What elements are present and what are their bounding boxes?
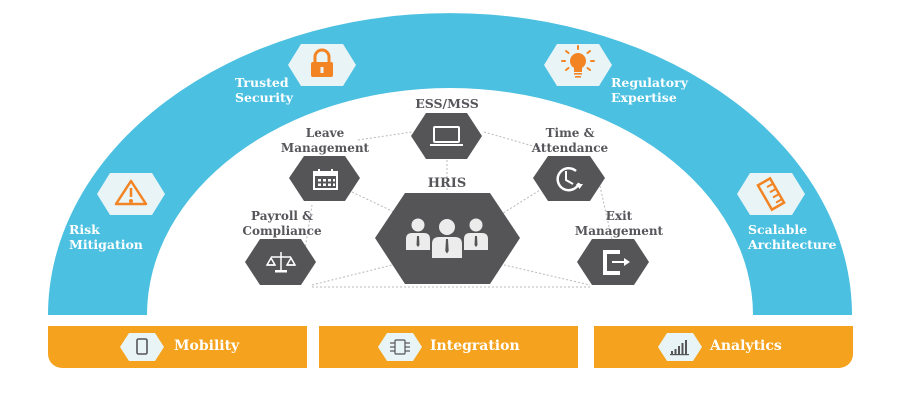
module-label-exit-line2: Management [574,224,664,238]
module-label-ess: ESS/MSS [396,96,498,111]
calendar-icon [313,169,338,190]
arc-label-security-line2: Security [235,90,294,105]
arc-label-security-line1: Trusted [235,75,289,90]
arc-label-risk-line1: Risk [69,222,100,237]
module-label-payroll: Payroll & Compliance [230,209,334,239]
mobile-phone-icon [136,338,148,355]
bottom-bar-integration: Integration [319,326,578,368]
bar-hex-analytics [658,333,702,361]
arc-band [48,13,852,316]
module-label-payroll-line1: Payroll & [251,209,313,223]
exit-door-icon [603,250,630,275]
bottom-bar-mobility-label: Mobility [174,338,240,354]
chip-icon [390,339,410,355]
warning-triangle-icon [114,179,148,206]
bar-chart-icon [670,340,689,356]
bottom-bar-analytics-label: Analytics [710,338,782,354]
clock-icon [556,166,583,192]
padlock-icon [311,48,333,77]
bar-hex-mobility [120,333,164,361]
ruler-icon [756,176,786,212]
arc-label-regulatory-line1: Regulatory [611,75,688,90]
module-label-exit-line1: Exit [605,209,633,223]
arc-label-regulatory-line2: Expertise [611,90,677,105]
module-label-leave: Leave Management [270,126,380,156]
bottom-bar-integration-label: Integration [430,338,520,354]
module-hex-leave [289,156,360,201]
bar-hex-integration [378,333,422,361]
arc-label-risk: Risk Mitigation [69,222,143,252]
module-label-payroll-line2: Compliance [242,224,322,238]
hub-label-hris-text: HRIS [427,176,467,191]
module-label-time-line1: Time & [545,126,595,140]
hub-label-hris: HRIS [407,176,487,191]
lightbulb-icon [561,45,595,78]
laptop-icon [430,126,463,146]
arc-label-security: Trusted Security [235,75,293,105]
module-label-time: Time & Attendance [517,126,623,156]
bottom-bar-mobility: Mobility [48,326,307,368]
module-label-leave-line1: Leave [305,126,345,140]
module-hex-ess [411,113,482,159]
module-label-exit: Exit Management [566,209,672,239]
module-label-ess-line1: ESS/MSS [415,96,479,111]
scales-icon [265,252,297,273]
people-group-icon [406,218,488,258]
arc-hex-scalable [737,173,805,215]
arc-label-risk-line2: Mitigation [69,237,143,252]
arc-label-regulatory: Regulatory Expertise [611,75,688,105]
module-label-time-line2: Attendance [531,141,609,155]
arc-label-scalable-line1: Scalable [748,222,808,237]
module-hex-time [533,156,605,201]
bottom-bar-analytics: Analytics [594,326,853,368]
arc-label-scalable: Scalable Architecture [748,222,836,252]
arc-label-scalable-line2: Architecture [748,237,837,252]
module-label-leave-line2: Management [280,141,370,155]
